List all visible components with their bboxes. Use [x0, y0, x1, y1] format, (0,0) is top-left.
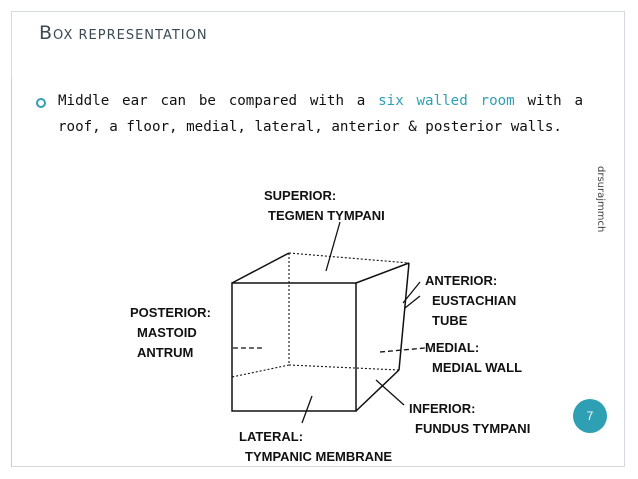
box-back-edges	[231, 252, 410, 378]
highlighted-phrase: six walled room	[378, 93, 515, 109]
label-anterior: ANTERIOR: EUSTACHIAN TUBE	[425, 273, 520, 328]
label-medial: MEDIAL: MEDIAL WALL	[425, 340, 522, 375]
label-inferior: INFERIOR: FUNDUS TYMPANI	[409, 401, 530, 436]
left-accent-line	[11, 78, 12, 467]
label-superior: SUPERIOR: TEGMEN TYMPANI	[264, 188, 385, 223]
bullet-ring-icon	[36, 98, 46, 108]
slide-title: BOX REPRESENTATION	[39, 22, 208, 44]
author-side-label: drsurajmmch	[595, 166, 606, 233]
box-front-edges	[231, 252, 410, 412]
page-number-badge: 7	[573, 399, 607, 433]
leader-lines	[233, 221, 426, 424]
bullet-text: Middle ear can be compared with a six wa…	[58, 93, 583, 135]
label-posterior: POSTERIOR: MASTOID ANTRUM	[130, 305, 215, 360]
label-lateral: LATERAL: TYMPANIC MEMBRANE	[239, 429, 392, 464]
